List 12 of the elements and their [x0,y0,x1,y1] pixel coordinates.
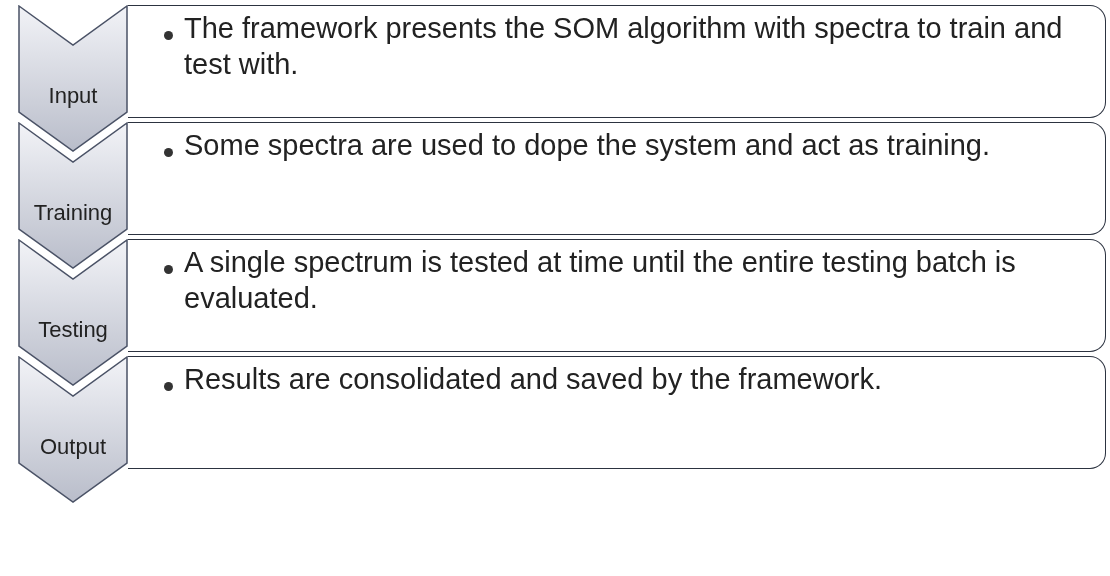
bullet-text: The framework presents the SOM algorithm with spectra to train and test with. [184,11,1064,82]
text-panel [128,5,1106,118]
bullet-text: A single spectrum is tested at time until the entire testing batch is evaluated. [184,245,1017,316]
bullet-text: Results are consolidated and saved by the framework. [184,362,883,397]
text-panel [128,356,1106,469]
step-label: Training [32,200,114,226]
step-label: Testing [37,317,109,343]
text-panel [128,239,1106,352]
text-panel [128,122,1106,235]
bullet-text: Some spectra are used to dope the system and act as training. [184,128,991,163]
step-label: Output [38,434,107,460]
step-label: Input [47,83,99,109]
